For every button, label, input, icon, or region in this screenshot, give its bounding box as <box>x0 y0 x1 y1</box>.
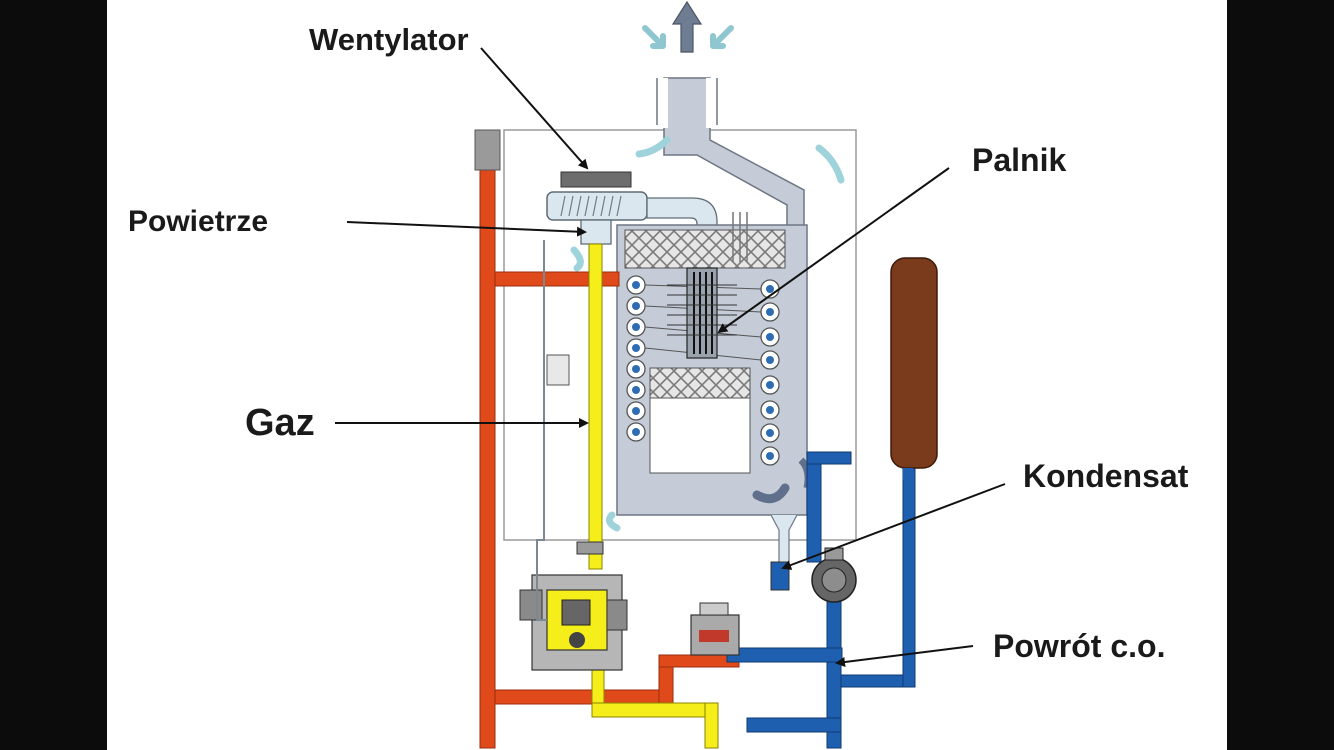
label-kondensat: Kondensat <box>1023 458 1189 494</box>
burner-element <box>667 267 737 359</box>
sensor <box>546 354 570 386</box>
label-gaz: Gaz <box>245 402 315 444</box>
leader-palnik <box>717 167 950 334</box>
leader-wentylator <box>480 47 589 170</box>
leader-kondensat <box>781 483 1006 570</box>
label-powrot: Powrót c.o. <box>993 628 1166 664</box>
gas-pipe <box>588 243 719 749</box>
circulation-pump <box>811 547 857 603</box>
air-flow-arrows <box>570 136 845 532</box>
leader-powietrze <box>346 221 587 237</box>
label-powietrze: Powietrze <box>128 205 269 238</box>
control-tubing <box>536 240 547 621</box>
exhaust-arrows <box>642 0 734 53</box>
gas-valve <box>519 541 628 671</box>
leader-lines <box>335 47 1006 667</box>
pressure-switch <box>690 602 740 656</box>
expansion-vessel <box>890 257 938 480</box>
leader-powrot <box>835 645 974 667</box>
diagram-canvas: Wentylator Powietrze Gaz Palnik Kondensa… <box>107 0 1227 750</box>
return-pipe <box>726 451 916 749</box>
label-wentylator: Wentylator <box>309 22 469 57</box>
flow-pipe <box>474 129 740 749</box>
heat-exchanger <box>616 212 812 516</box>
boiler-schematic <box>335 0 1006 749</box>
label-palnik: Palnik <box>972 142 1067 178</box>
